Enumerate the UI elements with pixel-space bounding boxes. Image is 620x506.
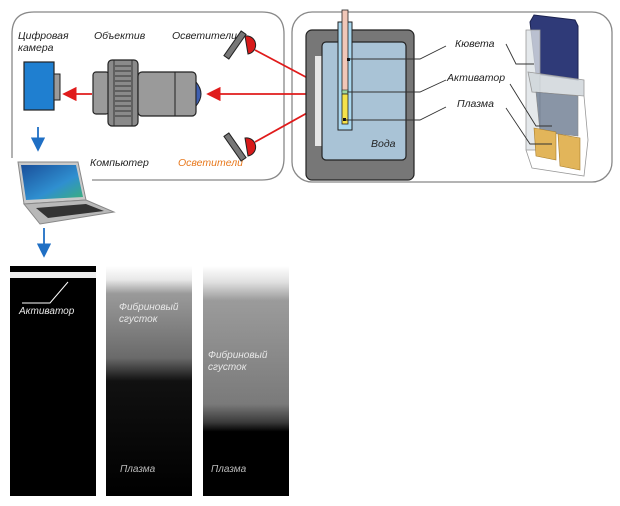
objective-lens-icon [92, 59, 202, 127]
panel3-clot-line1: Фибриновый [208, 350, 268, 361]
image-panel-2 [106, 266, 192, 496]
illuminator-top-icon [223, 30, 257, 60]
leader-activator-panel [22, 281, 69, 304]
panel3-clot-line2: сгусток [208, 362, 247, 373]
water-label: Вода [371, 138, 396, 150]
leader-plasma [345, 106, 447, 121]
panel2-clot-line2: сгусток [119, 314, 158, 325]
activator-band-1 [10, 272, 96, 278]
cuvette-3d-icon [525, 14, 589, 177]
leader-cuvette [349, 45, 447, 60]
camera-label-line2: камера [18, 42, 54, 54]
digital-camera-icon [23, 61, 61, 111]
laptop-computer-icon [17, 161, 116, 225]
leader-cuvette-3d [505, 43, 534, 65]
panel2-clot-label: Фибриновый сгусток [119, 302, 178, 326]
panel3-plasma-label: Плазма [211, 464, 247, 475]
cuvette-label: Кювета [455, 38, 495, 50]
illuminator-top-label: Осветители [172, 30, 237, 42]
camera-label: Цифровая камера [18, 30, 69, 54]
left-frame [11, 11, 285, 181]
computer-label: Компьютер [90, 157, 149, 169]
leader-plasma-3d [505, 107, 552, 145]
leader-activator [347, 79, 447, 93]
illuminator-bottom-label: Осветители [178, 157, 243, 169]
image-panel-3 [203, 266, 289, 496]
panel3-clot-label: Фибриновый сгусток [208, 350, 267, 374]
image-panel-1 [10, 266, 96, 496]
right-frame [291, 11, 613, 183]
water-bath-icon [305, 9, 415, 181]
illuminator-bottom-icon [223, 132, 257, 162]
leader-activator-3d [509, 83, 552, 127]
activator-label: Активатор [447, 72, 506, 84]
lens-label: Объектив [94, 30, 146, 42]
panel2-clot-line1: Фибриновый [119, 302, 179, 313]
panel2-plasma-label: Плазма [120, 464, 156, 475]
camera-label-line1: Цифровая [18, 30, 69, 42]
panel1-activator-label: Активатор [19, 306, 75, 317]
plasma-label: Плазма [457, 98, 494, 110]
